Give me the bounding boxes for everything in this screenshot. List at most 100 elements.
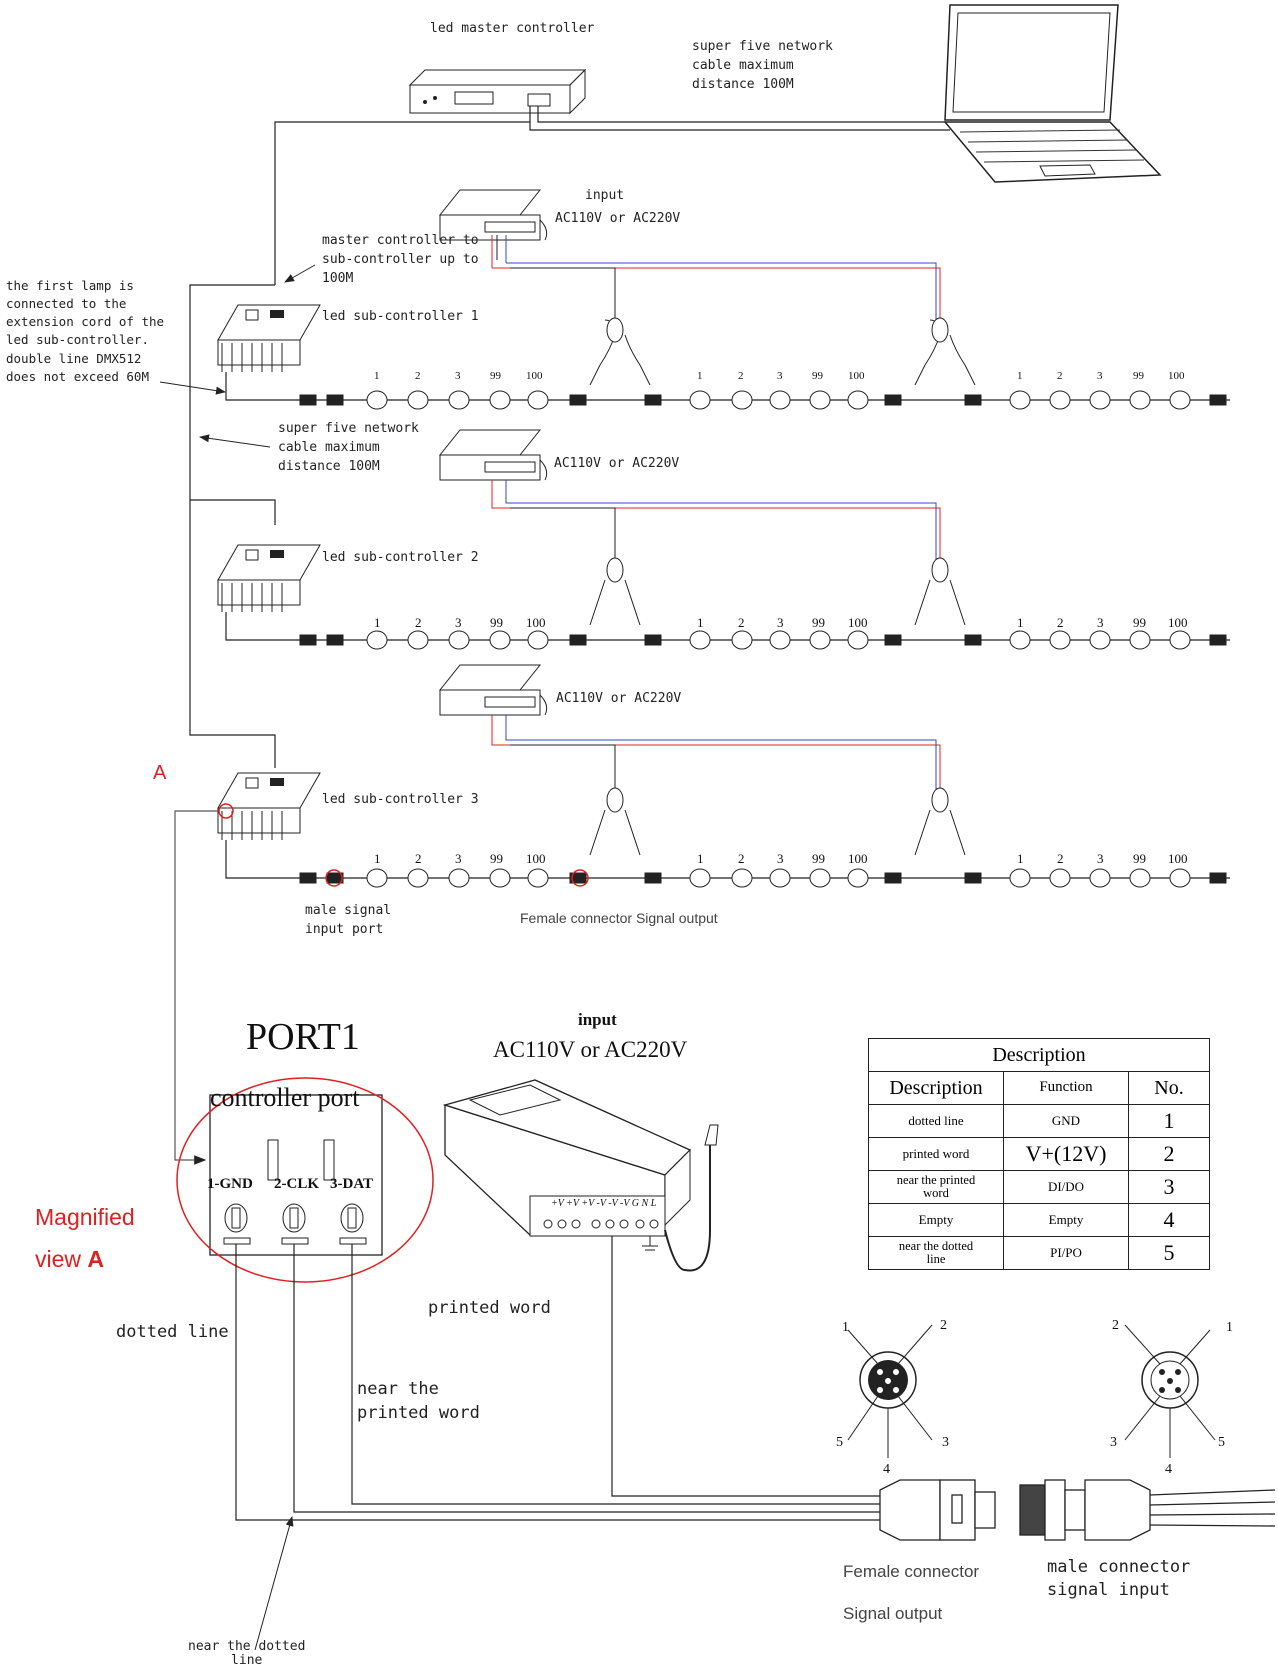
lamp-number: 3 [455, 851, 462, 866]
table-cell: 5 [1128, 1236, 1210, 1270]
lamp-number: 2 [415, 370, 421, 382]
table-cell: dotted line [868, 1104, 1004, 1138]
pin-label: 3-DAT [330, 1176, 374, 1192]
lamp-number: 3 [1097, 615, 1104, 630]
lamp-number: 100 [526, 851, 546, 866]
lamp-number: 3 [777, 370, 783, 382]
table-cell: 4 [1128, 1203, 1210, 1237]
lamp-number: 100 [1168, 851, 1188, 866]
table-cell: printed word [868, 1137, 1004, 1171]
lamp-number: 2 [738, 615, 745, 630]
pin-number: 3 [942, 1435, 949, 1450]
lamp-number: 1 [1017, 370, 1023, 382]
sub-controller-1 [217, 304, 321, 372]
male-connector-label: male connector signal input [1047, 1557, 1191, 1600]
table-row: Empty Empty 4 [868, 1203, 1210, 1237]
table-header: No. [1128, 1071, 1210, 1105]
lamp-number: 99 [812, 370, 823, 382]
sub-controller-1-label: led sub-controller 1 [322, 309, 479, 324]
lamp-number: 2 [738, 370, 744, 382]
table-cell: 1 [1128, 1104, 1210, 1138]
table-row: dotted line GND 1 [868, 1104, 1210, 1138]
master-controller-icon [408, 68, 587, 115]
table-header: Description [868, 1071, 1004, 1105]
male-pin-diagram [1124, 1324, 1216, 1458]
dotted-line-label: dotted line [116, 1322, 229, 1342]
pin-number: 1 [842, 1320, 849, 1335]
magnified-label-2: view A [35, 1246, 105, 1272]
lamp-number: 99 [490, 370, 501, 382]
lamp-number: 1 [697, 615, 704, 630]
female-signal-label: Female connector Signal output [520, 910, 718, 926]
marker-a: A [153, 762, 167, 784]
lamp-number: 99 [1133, 615, 1146, 630]
voltage-bottom: AC110V or AC220V [493, 1037, 688, 1062]
voltage-row-1: AC110V or AC220V [555, 211, 681, 226]
lamp-number: 100 [526, 615, 546, 630]
magnify-circle [176, 1077, 434, 1283]
signal-output-label: Signal output [843, 1604, 943, 1623]
near-printed-label: near the printed word [357, 1379, 480, 1423]
lamp-number: 2 [415, 615, 422, 630]
table-cell: DI/DO [1003, 1170, 1129, 1204]
laptop-icon [943, 4, 1162, 183]
near-dotted-label: near the dotted line [188, 1639, 306, 1668]
table-row: near the dotted line PI/PO 5 [868, 1236, 1210, 1270]
port1-title: PORT1 [246, 1016, 360, 1058]
lamp-number: 3 [455, 615, 462, 630]
table-header: Function [1003, 1071, 1129, 1105]
pin-label: 2-CLK [274, 1176, 319, 1192]
input-label-top: input [585, 188, 625, 203]
lamps-and-connectors [299, 390, 1227, 888]
voltage-row-3: AC110V or AC220V [556, 691, 682, 706]
printed-word-label: printed word [428, 1298, 551, 1318]
table-cell: near the printed word [868, 1170, 1004, 1204]
lamp-number: 3 [455, 370, 461, 382]
lamp-number: 1 [374, 851, 381, 866]
psu-row-1 [438, 189, 941, 320]
psu-terminals: +V +V +V -V -V -V G N L [551, 1198, 657, 1209]
pin-number: 2 [940, 1318, 947, 1333]
port1-block [209, 1094, 383, 1256]
lamp-number: 1 [697, 851, 704, 866]
lamp-number: 1 [374, 615, 381, 630]
table-cell: PI/PO [1003, 1236, 1129, 1270]
pin-number: 5 [1218, 1435, 1225, 1450]
lamp-number: 100 [1168, 370, 1185, 382]
psu-row-3 [438, 664, 941, 790]
table-row: printed word V+(12V) 2 [868, 1137, 1210, 1171]
lamp-number: 2 [1057, 615, 1064, 630]
lamp-number: 3 [777, 851, 784, 866]
controller-port-label: controller port [210, 1083, 360, 1112]
lamp-number: 2 [738, 851, 745, 866]
lamp-number: 99 [490, 851, 503, 866]
lamp-number: 3 [1097, 370, 1103, 382]
lamp-number: 100 [848, 370, 865, 382]
lamp-number: 1 [697, 370, 703, 382]
table-cell: GND [1003, 1104, 1129, 1138]
y-splitters [589, 317, 976, 856]
psu-row-2 [438, 429, 941, 560]
port-wires [235, 1225, 880, 1521]
table-cell: Empty [868, 1203, 1004, 1237]
lamp-number: 2 [415, 851, 422, 866]
pin-number: 3 [1110, 1435, 1117, 1450]
sub-controller-3-label: led sub-controller 3 [322, 792, 479, 807]
table-caption: Description [868, 1038, 1210, 1072]
lamp-number: 99 [490, 615, 503, 630]
sub-controller-3 [217, 772, 321, 840]
master-to-sub-note: master controller to sub-controller up t… [322, 233, 479, 286]
table-row: near the printed word DI/DO 3 [868, 1170, 1210, 1204]
table-cell: near the dotted line [868, 1236, 1004, 1270]
pin-number: 4 [883, 1462, 890, 1477]
lamp-number: 99 [812, 851, 825, 866]
lamp-number: 1 [374, 370, 380, 382]
input-label-bottom: input [578, 1010, 617, 1029]
lamp-number: 100 [848, 851, 868, 866]
lamp-number: 100 [526, 370, 543, 382]
lamp-number: 3 [1097, 851, 1104, 866]
female-connector-label: Female connector [843, 1562, 980, 1581]
magnified-label-1: Magnified [35, 1204, 135, 1230]
